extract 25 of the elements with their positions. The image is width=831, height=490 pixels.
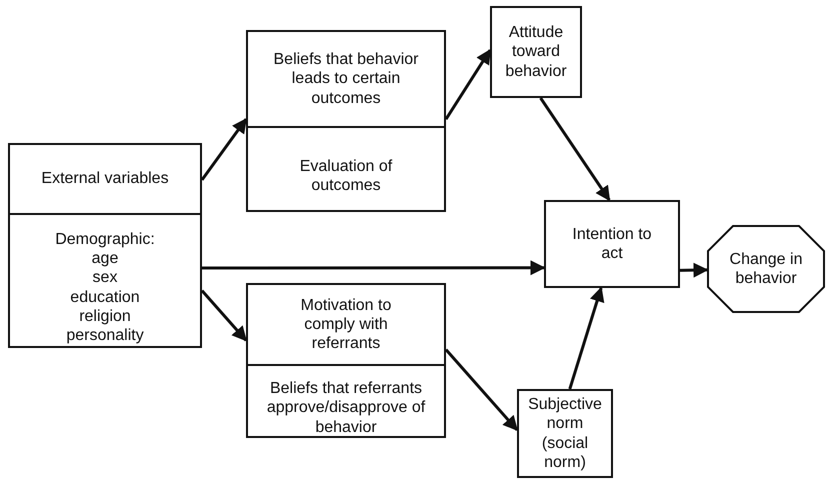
node-text: Evaluation of outcomes <box>298 156 394 196</box>
node-text: Demographic: age sex education religion personality <box>54 230 156 346</box>
node-text: Beliefs that referrants approve/disapprove of behavior <box>266 379 426 437</box>
process-box <box>246 283 446 438</box>
process-box <box>246 30 446 212</box>
node-text: Subjective norm (social norm) <box>527 395 603 472</box>
process-box <box>544 200 680 288</box>
arrow <box>200 118 248 181</box>
arrow <box>202 260 546 276</box>
arrow <box>444 348 518 432</box>
arrow <box>680 262 708 278</box>
octagon-node <box>707 225 825 313</box>
node-text: Beliefs that behavior leads to certain outcomes <box>272 50 420 108</box>
node-text: Change in behavior <box>728 250 804 288</box>
process-box <box>490 6 582 98</box>
arrow <box>200 290 248 342</box>
node-text: External variables <box>41 169 169 189</box>
node-text: Intention to act <box>572 224 652 264</box>
process-box <box>8 143 202 348</box>
node-text: Motivation to comply with referrants <box>300 296 392 354</box>
arrow <box>568 286 604 390</box>
arrow <box>444 48 492 120</box>
node-text: Attitude toward behavior <box>504 23 568 81</box>
arrow <box>539 97 611 202</box>
process-box <box>517 389 613 478</box>
